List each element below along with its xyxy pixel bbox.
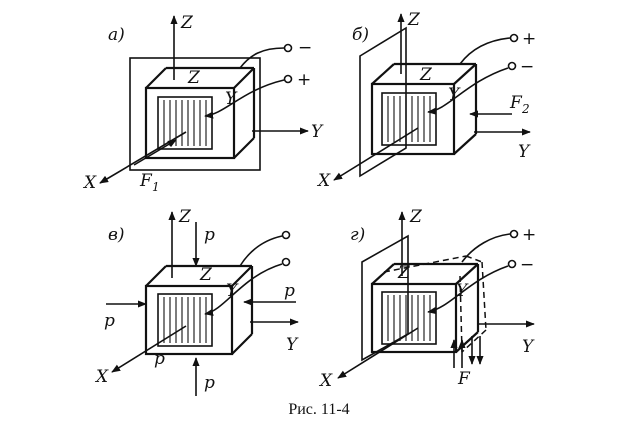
force-label: F bbox=[139, 171, 153, 191]
terminal-bottom-sign: − bbox=[520, 57, 534, 77]
terminal-bottom-sign: + bbox=[297, 70, 311, 90]
terminal-top bbox=[281, 230, 291, 240]
axis-z-label: Z bbox=[407, 10, 421, 30]
pressure-front-label: p bbox=[154, 349, 165, 369]
electrode-plate bbox=[359, 26, 407, 178]
face-z-label: Z bbox=[199, 265, 213, 285]
force-label: F bbox=[457, 369, 471, 389]
face-z-label: Z bbox=[419, 65, 433, 85]
shear-force-arrows bbox=[450, 336, 484, 368]
force-subscript: 2 bbox=[521, 102, 530, 116]
face-y-label: Y bbox=[225, 89, 238, 109]
crystal-block bbox=[144, 66, 256, 160]
panel-g: г) Z bbox=[318, 207, 536, 391]
axis-z-label: Z bbox=[178, 207, 192, 227]
axis-x-label: X bbox=[94, 367, 109, 387]
panel-v: в) Z p Z Y bbox=[94, 207, 299, 396]
pressure-top-label: p bbox=[204, 225, 215, 245]
force-arrow bbox=[133, 139, 177, 166]
lead-top bbox=[239, 47, 285, 69]
pressure-left-label: p bbox=[104, 311, 115, 331]
face-z-label: Z bbox=[187, 68, 201, 88]
force-subscript: 1 bbox=[152, 180, 160, 194]
terminal-top-sign: − bbox=[298, 38, 312, 58]
panel-letter: б) bbox=[352, 25, 369, 45]
lead-top bbox=[239, 235, 283, 267]
figure-caption: Рис. 11-4 bbox=[288, 401, 349, 418]
terminal-top-sign: + bbox=[522, 29, 536, 49]
panel-a: а) Z Z Y bbox=[82, 13, 324, 194]
axis-y-label: Y bbox=[286, 335, 299, 355]
lead-top bbox=[461, 233, 511, 263]
lead-top bbox=[459, 37, 511, 65]
force-label: F bbox=[509, 93, 523, 113]
axis-z-label: Z bbox=[180, 13, 194, 33]
axis-z-label: Z bbox=[409, 207, 423, 227]
pressure-bottom-label: p bbox=[204, 373, 215, 393]
lead-bottom bbox=[204, 79, 285, 119]
terminal-bottom bbox=[507, 259, 517, 269]
terminal-top bbox=[509, 33, 519, 43]
panel-letter: в) bbox=[108, 225, 125, 245]
terminal-bottom-sign: − bbox=[520, 255, 534, 275]
terminal-top bbox=[509, 229, 519, 239]
pressure-right-label: p bbox=[284, 281, 295, 301]
face-z-label: Z bbox=[397, 263, 411, 283]
axis-x-label: X bbox=[316, 171, 331, 191]
terminal-top-sign: + bbox=[522, 225, 536, 245]
axis-y-label: Y bbox=[522, 337, 535, 357]
crystal-block bbox=[370, 62, 478, 156]
axis-x-label: X bbox=[82, 173, 97, 193]
lead-bottom bbox=[427, 265, 509, 315]
axis-y-label: Y bbox=[518, 142, 531, 162]
panel-letter: г) bbox=[350, 225, 365, 245]
panel-b: б) Z Z Y bbox=[316, 10, 536, 191]
face-y-label: Y bbox=[226, 281, 239, 301]
terminal-top bbox=[283, 43, 293, 53]
axis-x bbox=[111, 325, 187, 373]
terminal-bottom bbox=[507, 61, 517, 71]
lead-bottom bbox=[427, 67, 509, 115]
lead-bottom bbox=[204, 263, 283, 316]
axis-y-label: Y bbox=[311, 122, 324, 142]
axis-x bbox=[337, 327, 419, 379]
axis-x-label: X bbox=[318, 371, 333, 391]
electrode-plate bbox=[361, 234, 409, 362]
terminal-bottom bbox=[283, 74, 293, 84]
axis-x bbox=[333, 127, 419, 181]
electrode-plate bbox=[129, 57, 261, 171]
crystal-block bbox=[370, 262, 480, 354]
terminal-bottom bbox=[281, 257, 291, 267]
panel-letter: а) bbox=[108, 25, 125, 45]
